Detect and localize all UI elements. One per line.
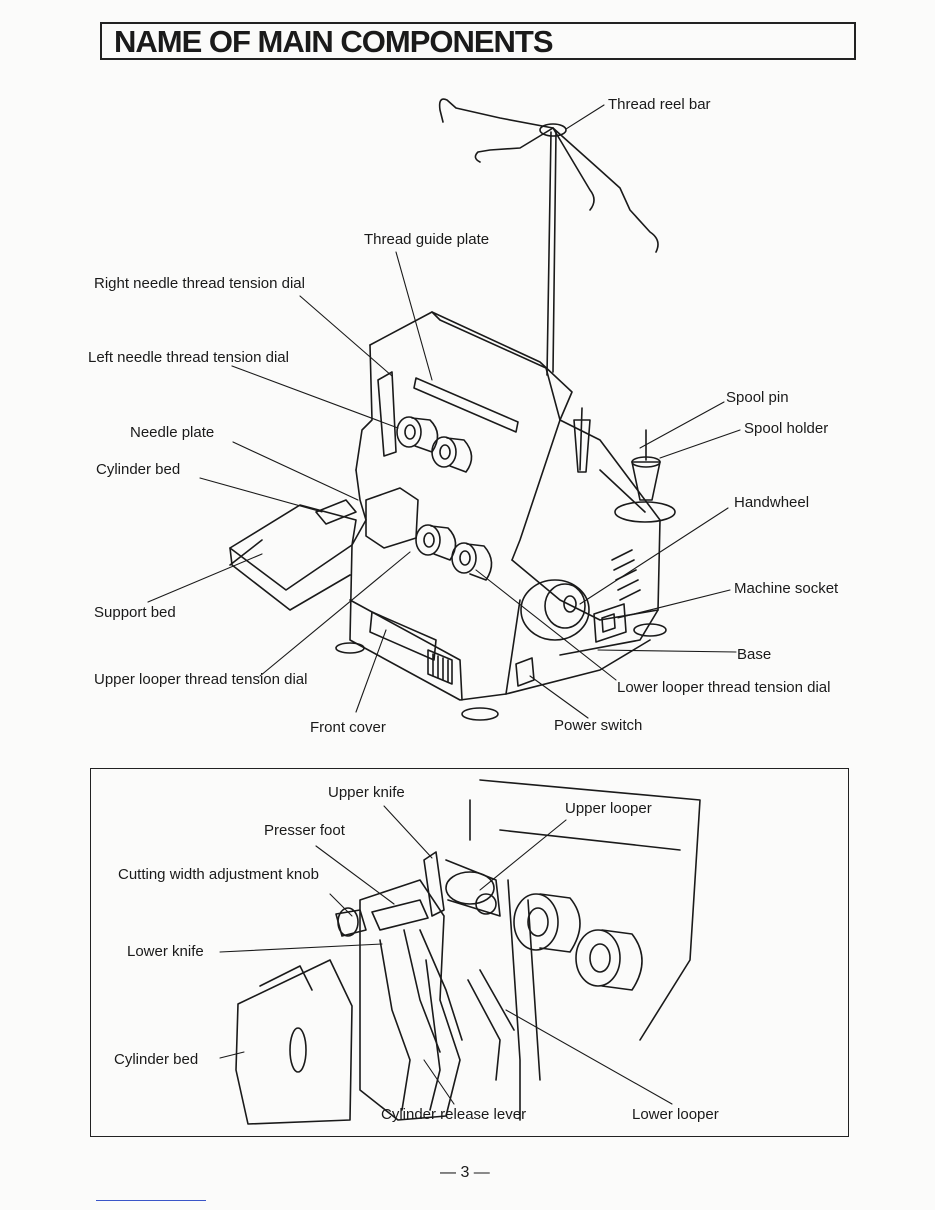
label-upper-knife: Upper knife (328, 784, 405, 801)
label-front-cover: Front cover (310, 719, 386, 736)
label-upper-looper-tension-dial: Upper looper thread tension dial (94, 671, 308, 688)
label-spool-holder: Spool holder (744, 420, 829, 437)
label-machine-socket: Machine socket (734, 580, 839, 597)
label-lower-knife: Lower knife (127, 943, 204, 960)
detail-drawing (235, 779, 701, 1125)
detail-leader-lines (219, 805, 673, 1105)
label-detail-cylinder-bed: Cylinder bed (114, 1051, 199, 1068)
label-left-needle-tension-dial: Left needle thread tension dial (88, 349, 289, 366)
label-base: Base (737, 646, 772, 663)
label-thread-reel-bar: Thread reel bar (608, 96, 711, 113)
label-right-needle-tension-dial: Right needle thread tension dial (94, 275, 305, 292)
label-lower-looper: Lower looper (632, 1106, 719, 1123)
label-cutting-width-adjustment-knob: Cutting width adjustment knob (118, 866, 319, 883)
label-handwheel: Handwheel (734, 494, 810, 511)
machine-overview-drawing (229, 98, 676, 721)
label-support-bed: Support bed (94, 604, 176, 621)
label-cylinder-bed: Cylinder bed (96, 461, 181, 478)
label-lower-looper-tension-dial: Lower looper thread tension dial (617, 679, 831, 696)
label-cylinder-release-lever: Cylinder release lever (381, 1106, 527, 1123)
label-needle-plate: Needle plate (130, 424, 215, 441)
label-power-switch: Power switch (554, 717, 643, 734)
label-upper-looper: Upper looper (565, 800, 652, 817)
title-box: NAME OF MAIN COMPONENTS (100, 22, 856, 60)
label-spool-pin: Spool pin (726, 389, 789, 406)
overview-leader-lines (147, 104, 741, 719)
page-number: — 3 — (440, 1164, 490, 1181)
label-thread-guide-plate: Thread guide plate (364, 231, 490, 248)
detail-figure-frame (90, 768, 849, 1137)
footer-rule (96, 1200, 206, 1201)
label-presser-foot: Presser foot (264, 822, 345, 839)
page-title: NAME OF MAIN COMPONENTS (114, 24, 554, 59)
